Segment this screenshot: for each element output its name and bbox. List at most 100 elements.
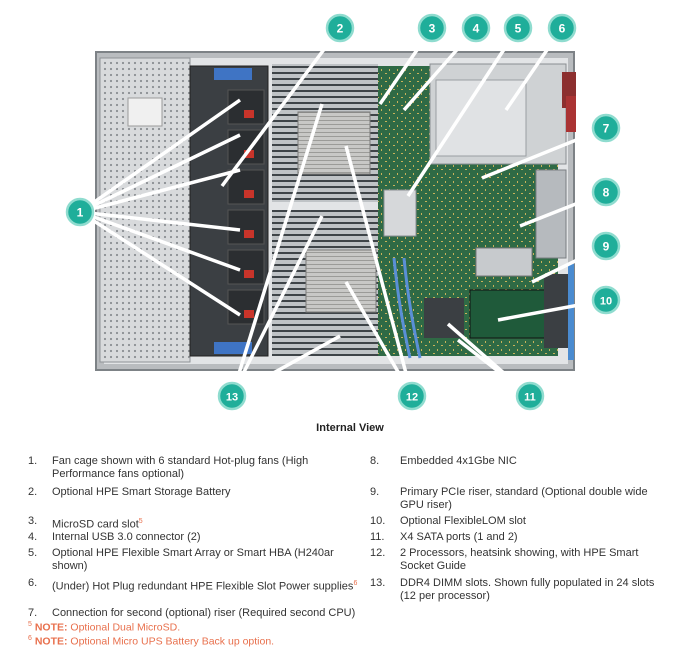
leader-line-13: [230, 103, 324, 397]
sata-cable: [402, 257, 422, 359]
callout-label-12: 12: [406, 392, 418, 404]
legend-number: 7.: [28, 607, 38, 619]
psu-handle: [566, 96, 576, 132]
legend-text: Optional HPE Flexible Smart Array or Sma…: [52, 547, 334, 573]
fan-module: [227, 89, 265, 125]
leader-line-12: [344, 281, 414, 397]
legend-text: Embedded 4x1Gbe NIC: [400, 455, 517, 467]
callout-label-8: 8: [603, 186, 610, 200]
leader-line-12: [344, 145, 414, 397]
nic-connector-block: [475, 247, 533, 277]
leader-line-10: [497, 298, 607, 322]
legend-left: 1. Fan cage shown with 6 standard Hot-pl…: [28, 455, 358, 645]
legend-number: 3.: [28, 515, 38, 527]
footnote: 6 NOTE: Optional Micro UPS Battery Back …: [28, 635, 274, 648]
callout-marker-1: 1: [65, 197, 95, 227]
callout-marker-8: 8: [591, 177, 621, 207]
legend-text-line: shown): [52, 560, 88, 572]
callout-marker-12: 12: [397, 381, 427, 411]
footnote: 5 NOTE: Optional Dual MicroSD.: [28, 621, 180, 634]
callout-marker-5: 5: [503, 13, 533, 43]
server-chassis: [95, 51, 576, 371]
fan-cage-handle-bottom: [214, 342, 252, 354]
legend-number: 6.: [28, 577, 38, 589]
legend-text-line: DDR4 DIMM slots. Shown fully populated i…: [400, 577, 655, 589]
leader-line-5: [406, 27, 520, 197]
callout-marker-10: 10: [591, 285, 621, 315]
leader-lines: [78, 26, 607, 398]
callout-label-1: 1: [77, 206, 84, 220]
flexiblelom-slot: [469, 289, 555, 339]
leader-line-1: [79, 168, 241, 214]
legend-number: 8.: [370, 455, 380, 467]
leader-line-1: [78, 98, 242, 214]
legend-text: Fan cage shown with 6 standard Hot-plug …: [52, 455, 308, 481]
callout-label-3: 3: [429, 22, 436, 36]
leader-line-7: [481, 126, 607, 180]
callout-label-7: 7: [603, 122, 610, 136]
legend-text: Primary PCIe riser, standard (Optional d…: [400, 486, 648, 512]
legend-text: X4 SATA ports (1 and 2): [400, 531, 518, 543]
fan-latch: [244, 230, 254, 238]
legend-text-body: (Under) Hot Plug redundant HPE Flexible …: [52, 580, 354, 593]
fan-latch: [244, 110, 254, 118]
leader-line-1: [79, 133, 241, 214]
footnote-number: 5: [28, 621, 32, 628]
fan-module: [227, 169, 265, 205]
leader-line-13: [231, 334, 341, 398]
callout-label-5: 5: [515, 22, 522, 36]
legend-text-line: 2 Processors, heatsink showing, with HPE…: [400, 547, 639, 559]
callout-marker-2: 2: [325, 13, 355, 43]
leader-line-1: [79, 210, 241, 317]
legend-number: 11.: [370, 531, 385, 543]
legend-number: 2.: [28, 486, 38, 498]
legend-text-line: (12 per processor): [400, 590, 490, 602]
processor-heatsink-2: [305, 249, 377, 313]
smart-array-card: [383, 189, 417, 237]
callout-marker-9: 9: [591, 231, 621, 261]
legend-number: 10.: [370, 515, 386, 527]
leader-line-2: [220, 26, 342, 188]
fan-latch: [244, 270, 254, 278]
footnote-ref: 6: [353, 580, 358, 587]
callout-label-2: 2: [337, 22, 344, 36]
legend-number: 5.: [28, 547, 38, 559]
footnote-text: Optional Micro UPS Battery Back up optio…: [70, 635, 275, 648]
legend-text-line: Primary PCIe riser, standard (Optional d…: [400, 486, 648, 498]
legend-number: 12.: [370, 547, 386, 559]
figure-caption: Internal View: [316, 422, 384, 434]
callout-label-4: 4: [473, 22, 480, 36]
sata-cable: [392, 257, 412, 359]
callout-marker-13: 13: [217, 381, 247, 411]
callout-label-9: 9: [603, 240, 610, 254]
legend-text-line: GPU riser): [400, 499, 452, 511]
footnote-text: Optional Dual MicroSD.: [70, 621, 181, 634]
callout-label-6: 6: [559, 22, 566, 36]
legend-text: Internal USB 3.0 connector (2): [52, 531, 201, 543]
rear-io-edge: [568, 264, 574, 360]
legend-text: MicroSD card slot5: [52, 515, 143, 532]
legend-text-line: Socket Guide: [400, 560, 467, 572]
footnote-label: NOTE:: [34, 621, 68, 634]
leader-line-8: [519, 190, 607, 228]
leader-line-1: [79, 210, 241, 272]
footnote-number: 6: [28, 635, 32, 642]
fan-latch: [244, 150, 254, 158]
footnote-ref: 5: [138, 518, 143, 525]
legend-number: 4.: [28, 531, 38, 543]
footnote-label: NOTE:: [34, 635, 68, 648]
legend-text: Connection for second (optional) riser (…: [52, 607, 356, 619]
callout-label-13: 13: [226, 392, 238, 404]
leader-line-3: [378, 27, 434, 105]
legend-right: 8. Embedded 4x1Gbe NIC 9. Primary PCIe r…: [370, 455, 680, 605]
leader-line-6: [504, 27, 564, 111]
legend-text-line: Fan cage shown with 6 standard Hot-plug …: [52, 455, 309, 467]
callout-label-11: 11: [524, 392, 536, 404]
legend-text-line: Performance fans optional): [52, 468, 185, 480]
leader-line-13: [230, 215, 324, 397]
callout-marker-7: 7: [591, 113, 621, 143]
leader-line-4: [402, 26, 478, 112]
legend-number: 9.: [370, 486, 380, 498]
power-supply-module: [435, 79, 527, 157]
fan-cage-handle-top: [214, 68, 252, 80]
